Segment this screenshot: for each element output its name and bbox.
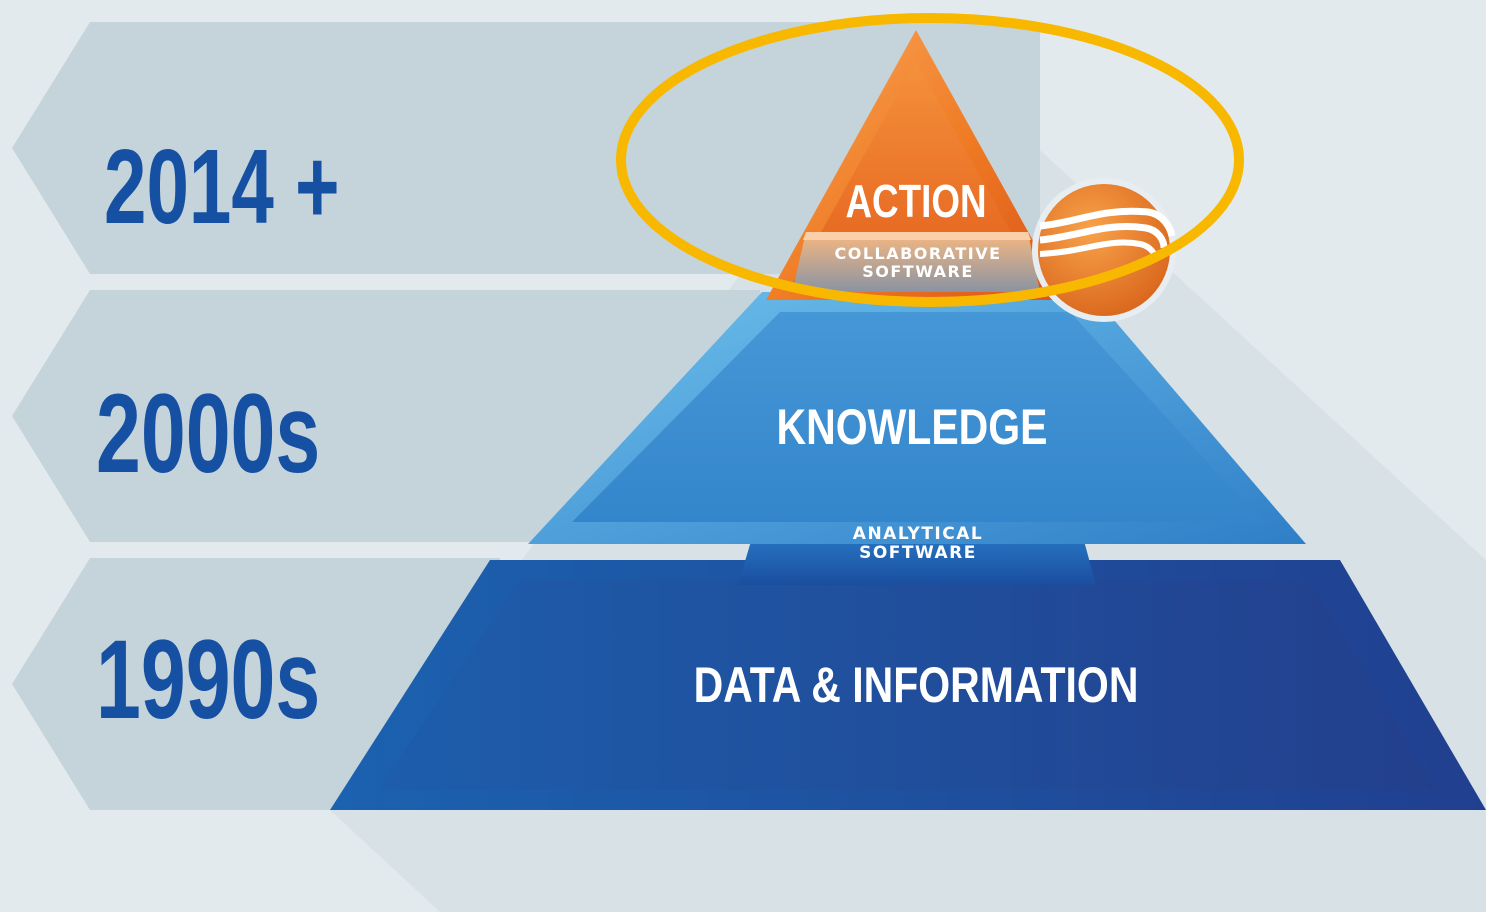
- collaboration-logo-icon: [1032, 178, 1176, 322]
- knowledge-tier-label: KNOWLEDGE: [776, 399, 1048, 455]
- analytical-software-line1: ANALYTICAL: [852, 524, 984, 544]
- analytical-software-label: ANALYTICAL SOFTWARE: [853, 526, 983, 564]
- era-band-2014: [12, 22, 1040, 274]
- collaborative-software-band: [792, 232, 1040, 292]
- collaborative-software-line1: COLLABORATIVE: [834, 244, 1002, 263]
- data-information-tier: [330, 560, 1486, 810]
- analytical-software-line2: SOFTWARE: [859, 543, 977, 563]
- collaborative-software-label: COLLABORATIVE SOFTWARE: [834, 246, 1001, 282]
- collaborative-software-line2: SOFTWARE: [862, 262, 974, 281]
- era-band-2000s: [12, 290, 760, 542]
- knowledge-tier: [528, 292, 1306, 544]
- highlight-ring: [616, 13, 1244, 307]
- era-label-2000s: 2000s: [96, 371, 321, 496]
- action-tier-label: ACTION: [845, 175, 987, 227]
- data-information-tier-label: DATA & INFORMATION: [693, 657, 1139, 713]
- era-label-2014: 2014 +: [104, 128, 340, 246]
- era-label-1990s: 1990s: [96, 617, 321, 742]
